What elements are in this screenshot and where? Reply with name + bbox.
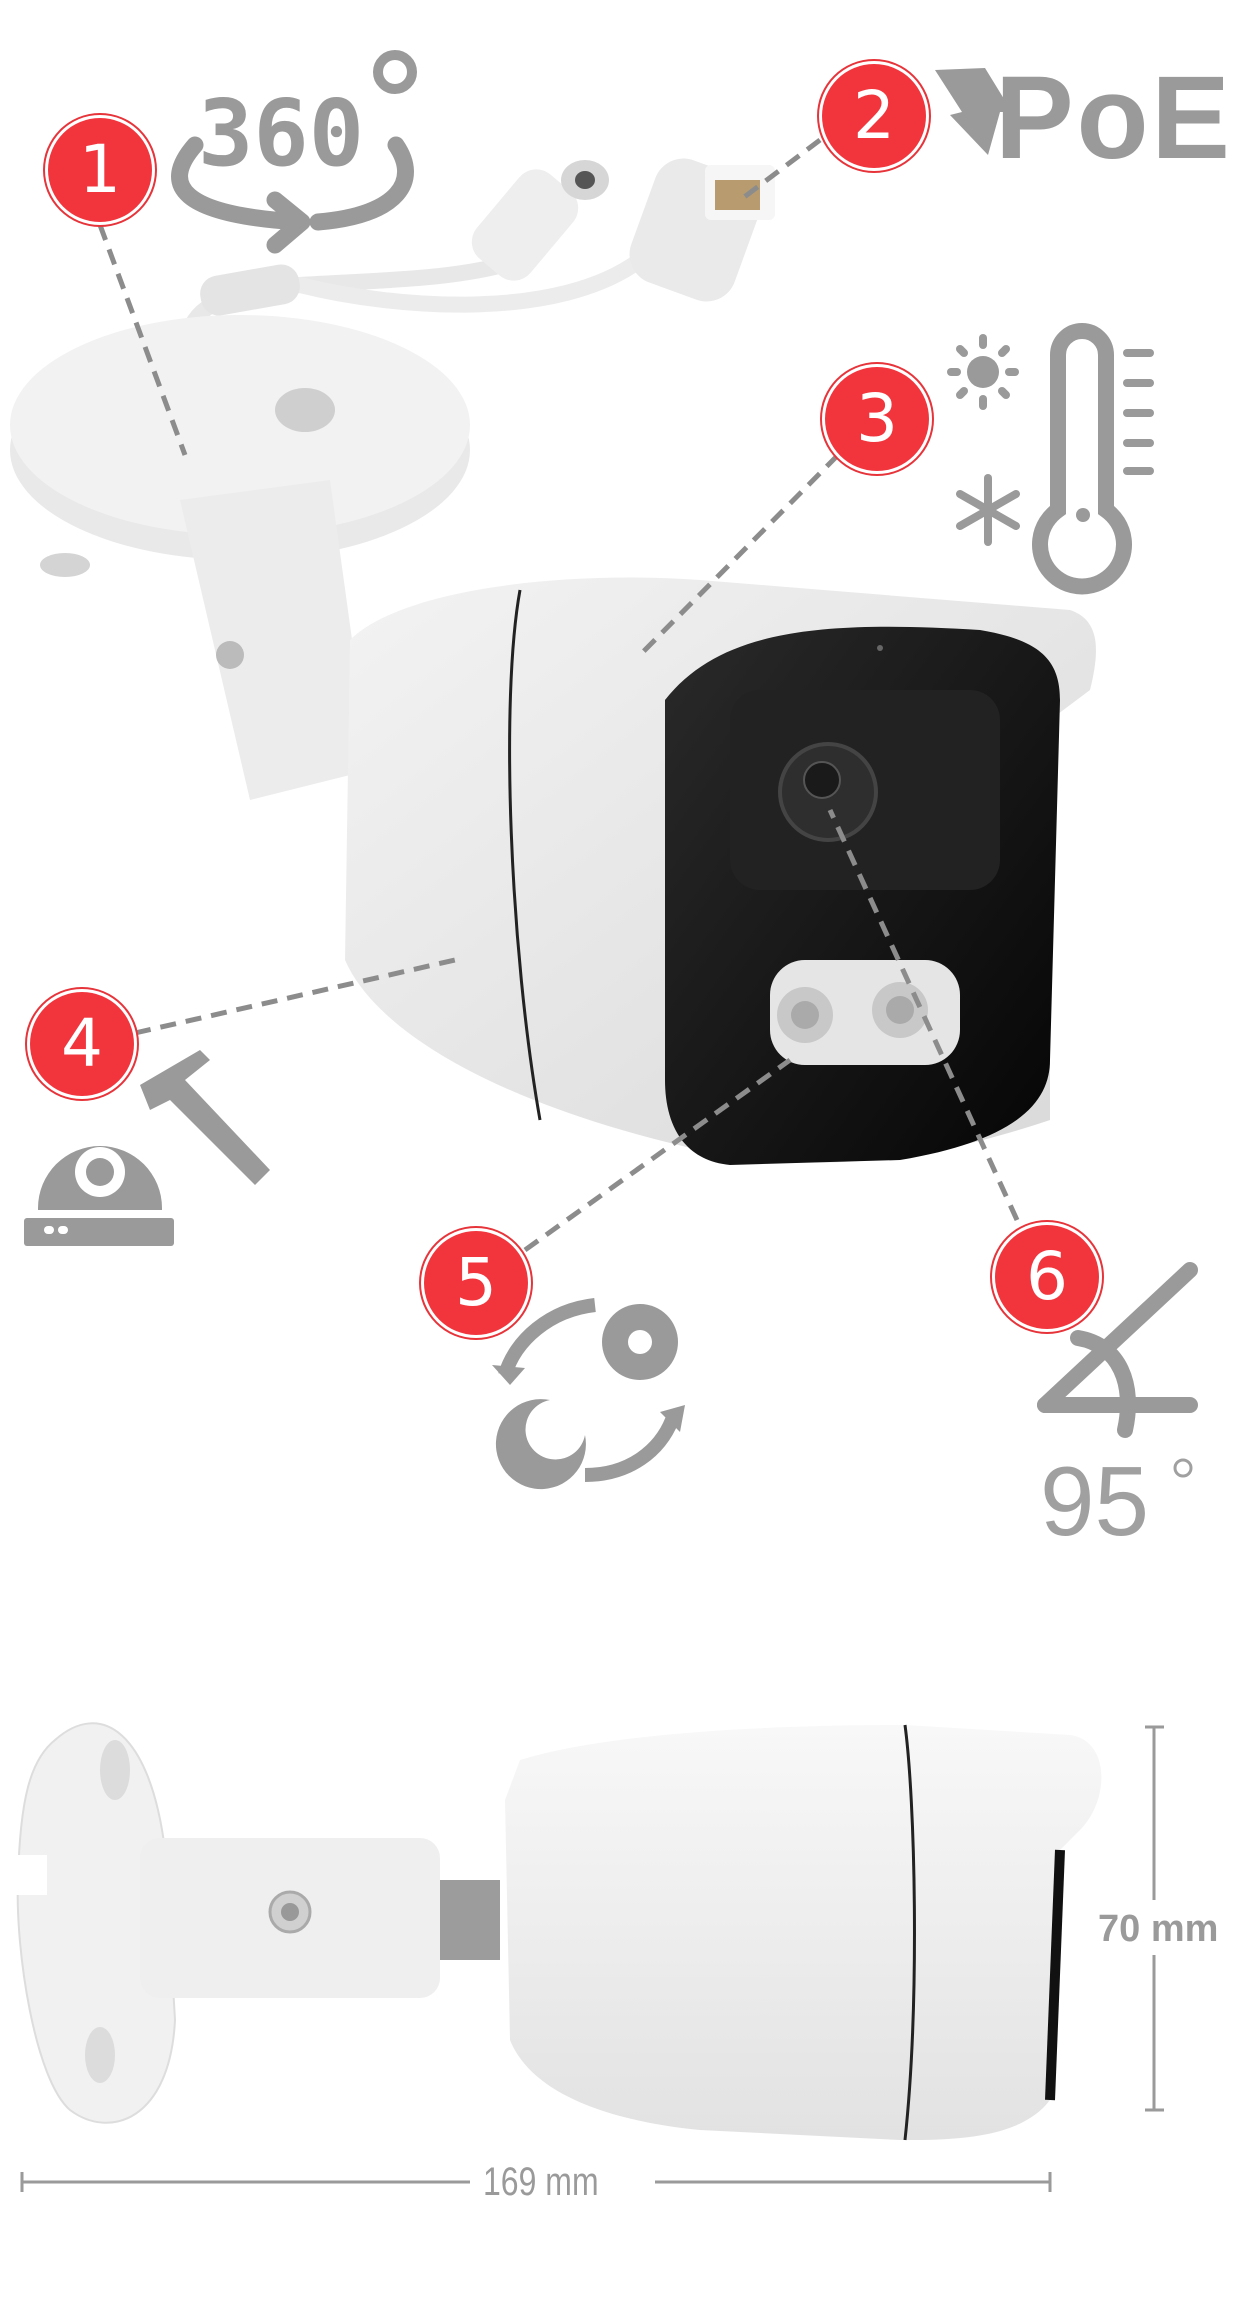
callout-lines bbox=[97, 138, 1020, 1253]
day-night-switch-icon bbox=[492, 1298, 685, 1490]
feature-badge-6: 6 bbox=[995, 1225, 1099, 1329]
camera-body bbox=[345, 577, 1096, 1165]
height-dimension-label: 70 mm bbox=[1098, 1908, 1219, 1950]
camera-front-view: 360 PoE bbox=[10, 50, 1230, 1556]
cable-assembly bbox=[182, 158, 775, 338]
thermometer-sun-snow-icon bbox=[947, 323, 1154, 595]
feature-badge-2: 2 bbox=[822, 64, 926, 168]
feature-badge-4: 4 bbox=[30, 992, 134, 1096]
hammer-dome-camera-icon bbox=[24, 1050, 270, 1246]
svg-text:PoE: PoE bbox=[995, 52, 1230, 184]
viewing-angle-icon bbox=[1037, 1262, 1198, 1438]
angle-value: 95 bbox=[1040, 1446, 1149, 1556]
feature-badge-3: 3 bbox=[825, 367, 929, 471]
feature-badge-1: 1 bbox=[48, 118, 152, 222]
rotate-360-icon: 360 bbox=[171, 50, 417, 254]
wall-mount bbox=[10, 315, 470, 800]
poe-lightning-icon: PoE bbox=[935, 52, 1230, 184]
svg-text:360: 360 bbox=[198, 80, 364, 187]
feature-badge-5: 5 bbox=[424, 1231, 528, 1335]
length-dimension-label: 169 mm bbox=[483, 2160, 599, 2204]
degree-icon bbox=[1173, 1458, 1193, 1478]
